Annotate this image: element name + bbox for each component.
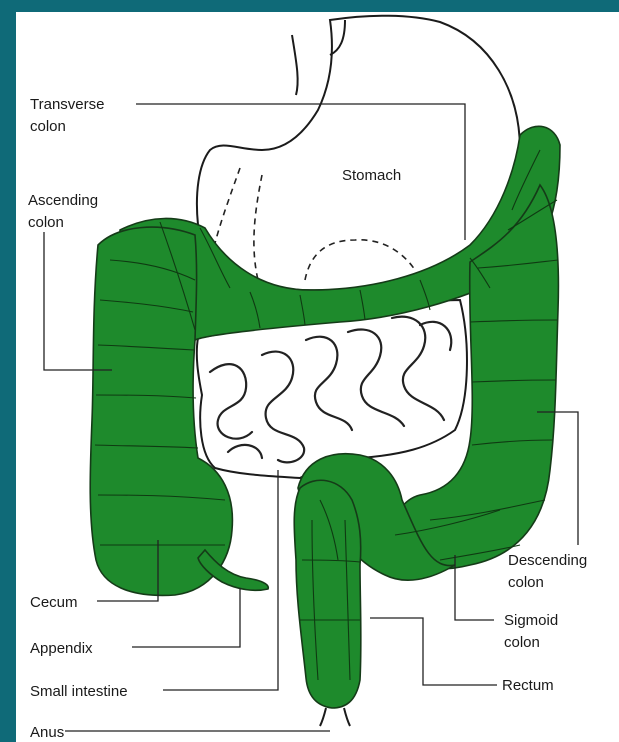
label-cecum: Cecum — [30, 594, 78, 611]
label-descending-colon-line1: Descending — [508, 552, 587, 569]
label-ascending-colon-line1: Ascending — [28, 192, 98, 209]
label-descending-colon-line2: colon — [508, 574, 544, 591]
label-stomach: Stomach — [342, 167, 401, 184]
label-transverse-colon-line2: colon — [30, 118, 66, 135]
label-sigmoid-colon-line2: colon — [504, 634, 540, 651]
label-ascending-colon-line2: colon — [28, 214, 64, 231]
label-rectum: Rectum — [502, 677, 554, 694]
label-transverse-colon-line1: Transverse — [30, 96, 104, 113]
appendix — [198, 550, 268, 590]
label-sigmoid-colon-line1: Sigmoid — [504, 612, 558, 629]
label-anus: Anus — [30, 724, 64, 741]
label-small-intestine: Small intestine — [30, 683, 128, 700]
label-appendix: Appendix — [30, 640, 93, 657]
rectum — [294, 480, 361, 708]
